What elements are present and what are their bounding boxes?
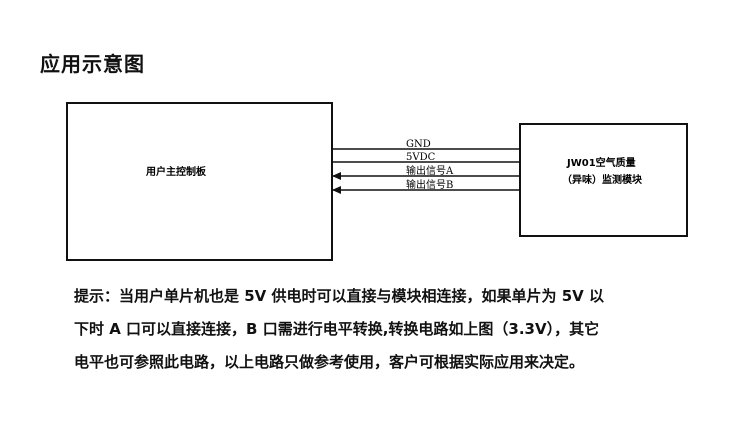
main-control-board-label: 用户主控制板 <box>145 165 207 178</box>
connection-diagram: 用户主控制板 JW01空气质量 （异味）监测模块 GND 5VDC 输出信号A … <box>66 102 688 261</box>
signal-output-a: 输出信号A <box>332 164 520 180</box>
hint-line-3: 电平也可参照此电路，以上电路只做参考使用，客户可根据实际应用来决定。 <box>74 353 585 371</box>
signal-5vdc: 5VDC <box>332 152 520 163</box>
signal-output-b: 输出信号B <box>332 178 520 194</box>
signal-5vdc-label: 5VDC <box>406 152 436 163</box>
hint-line-2: 下时 A 口可以直接连接，B 口需进行电平转换,转换电路如上图（3.3V），其它 <box>74 320 600 338</box>
signal-output-a-label: 输出信号A <box>406 164 454 177</box>
hint-note: 提示：当用户单片机也是 5V 供电时可以直接与模块相连接，如果单片为 5V 以 … <box>74 280 700 379</box>
main-control-board-box <box>66 102 333 261</box>
page-title: 应用示意图 <box>40 52 145 76</box>
signal-output-b-label: 输出信号B <box>406 178 453 191</box>
hint-line-1: 提示：当用户单片机也是 5V 供电时可以直接与模块相连接，如果单片为 5V 以 <box>74 287 604 305</box>
sensor-module-label-line1: JW01空气质量 <box>566 156 636 169</box>
sensor-module-label-line2: （异味）监测模块 <box>562 173 643 186</box>
signal-gnd-label: GND <box>406 139 431 150</box>
signal-gnd: GND <box>332 139 520 150</box>
sensor-module-box <box>519 123 688 237</box>
arrow-left-icon <box>332 186 341 194</box>
arrow-left-icon <box>332 172 341 180</box>
